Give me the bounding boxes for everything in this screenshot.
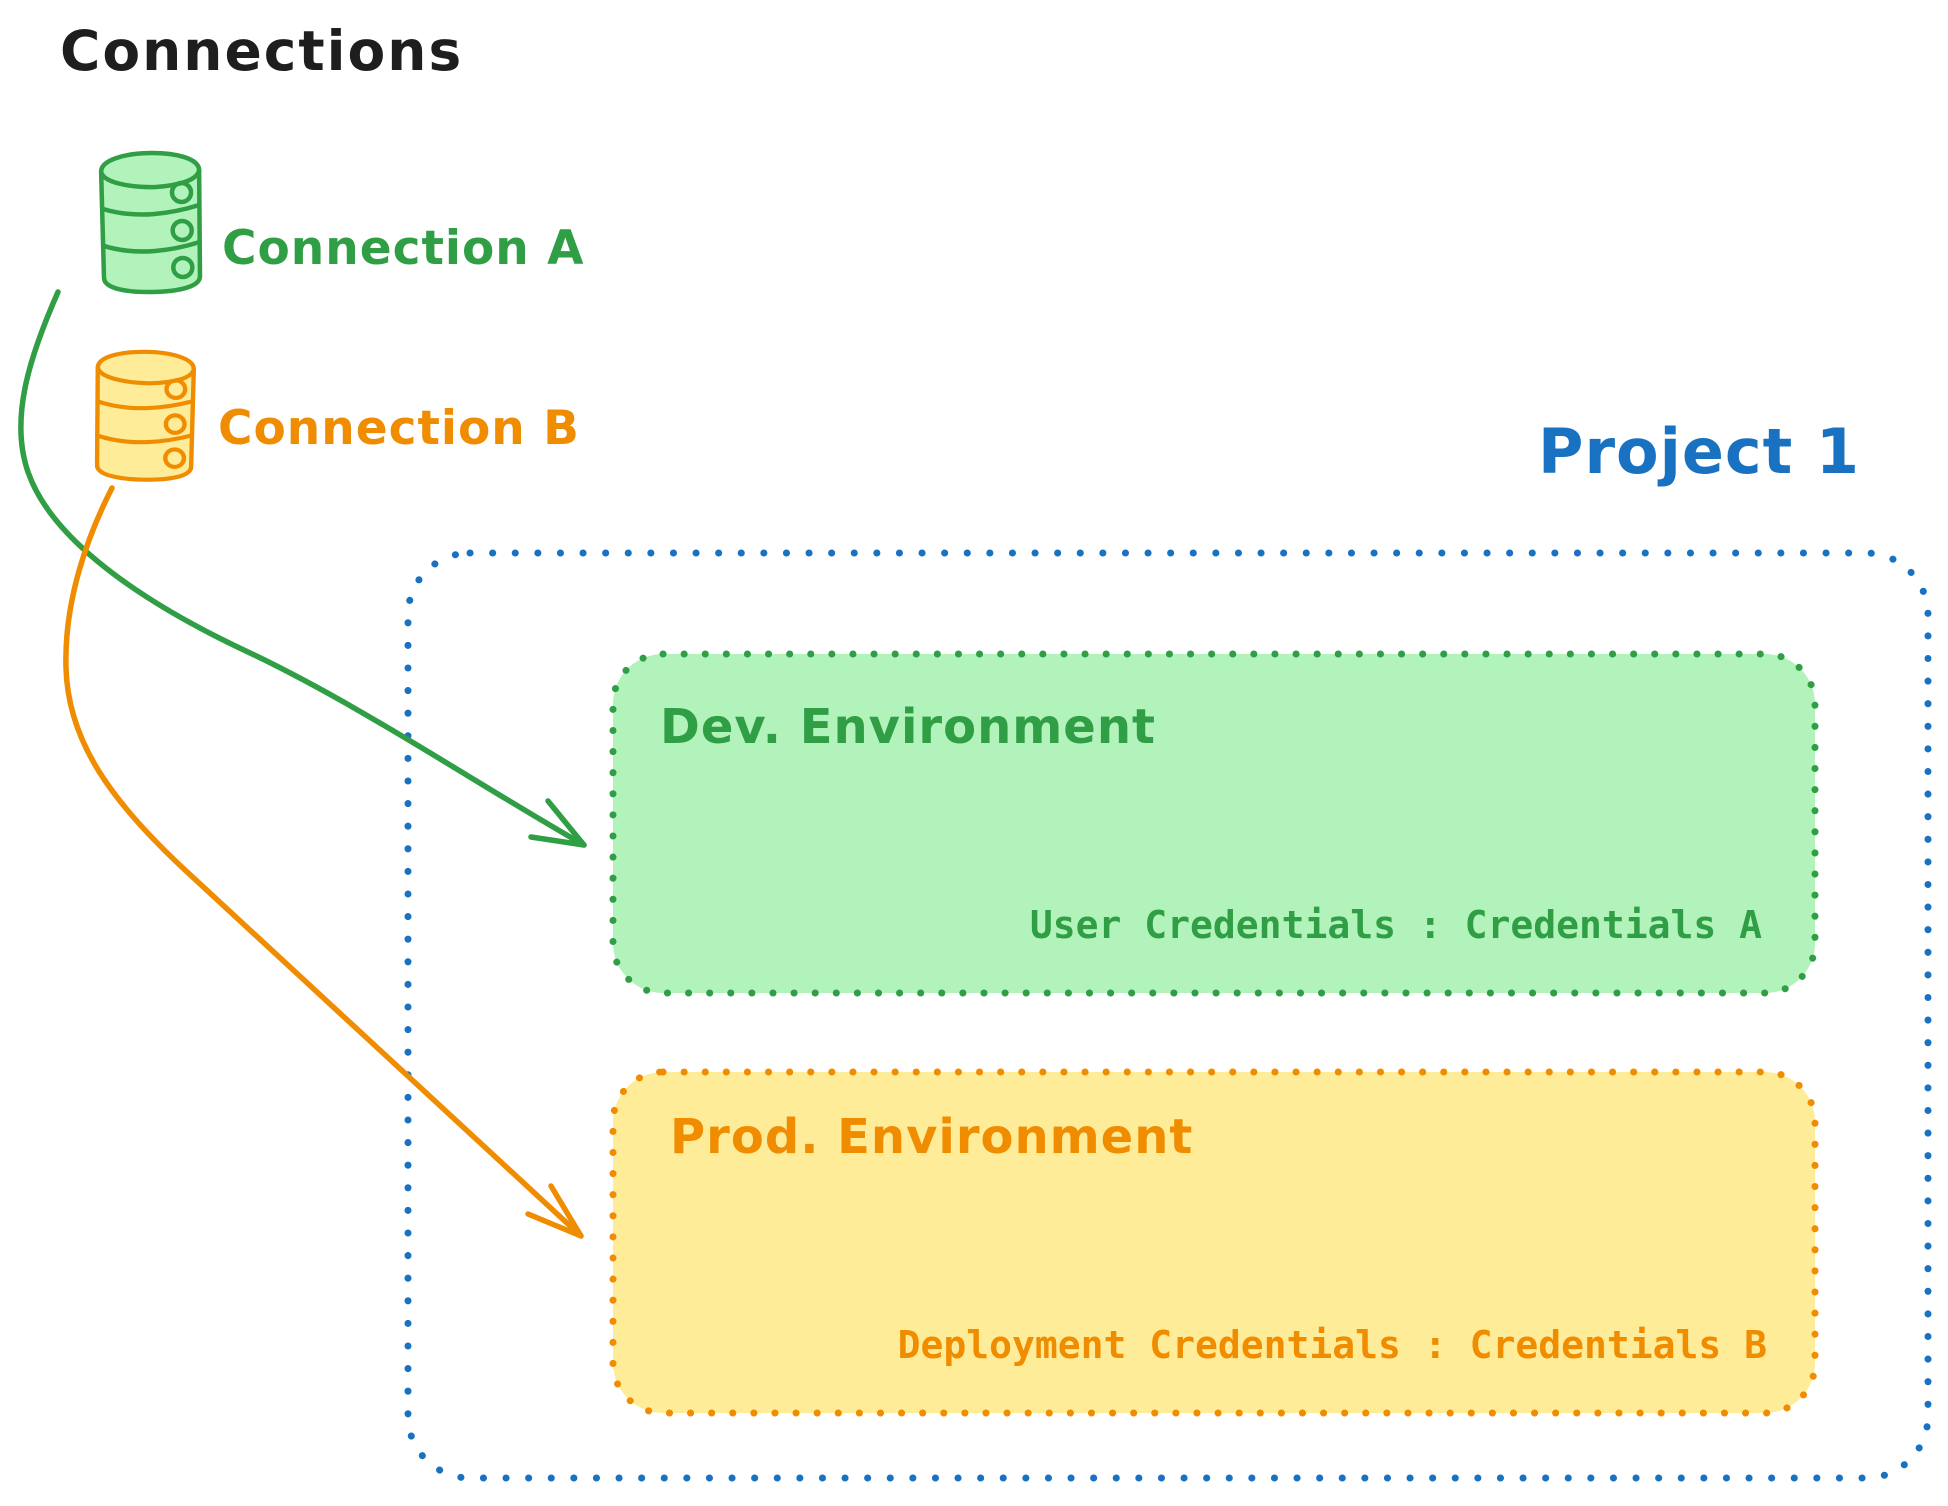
connection-a-label: Connection A xyxy=(222,221,585,276)
prod-environment-title: Prod. Environment xyxy=(670,1109,1194,1165)
connection-b-label: Connection B xyxy=(218,401,580,456)
database-icon-connection-b xyxy=(94,349,197,482)
dev-environment-title: Dev. Environment xyxy=(660,699,1156,755)
project-title: Project 1 xyxy=(1538,415,1861,488)
prod-environment-box xyxy=(609,1068,1819,1417)
project-box xyxy=(404,549,1932,1482)
database-icon-connection-a xyxy=(98,150,203,295)
connection-a-arrow xyxy=(18,289,587,848)
prod-credentials-text: Deployment Credentials : Credentials B xyxy=(897,1323,1767,1367)
connections-title: Connections xyxy=(60,19,464,83)
dev-environment-box xyxy=(609,650,1819,997)
connection-b-arrow xyxy=(63,485,584,1239)
dev-credentials-text: User Credentials : Credentials A xyxy=(1029,903,1762,947)
